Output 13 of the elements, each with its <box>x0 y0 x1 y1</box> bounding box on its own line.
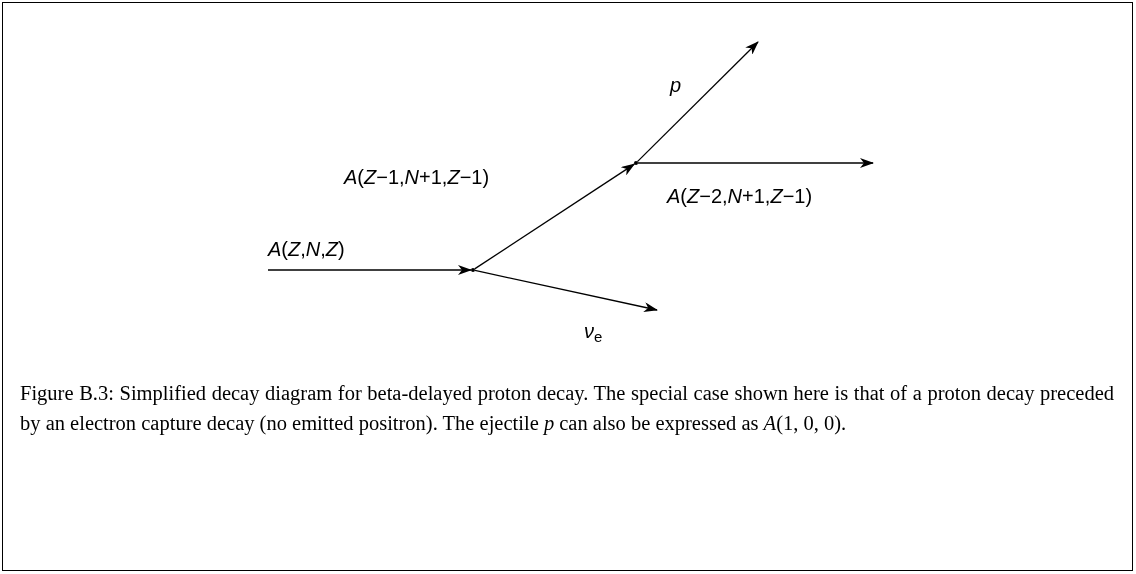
particle-label: A(Z−1,N+1,Z−1) <box>344 165 490 190</box>
particle-label: p <box>670 73 682 98</box>
arrow <box>637 158 874 168</box>
figure-caption: Figure B.3: Simplified decay diagram for beta-delayed proton decay. The special case shown here is that of a proton decay preceded by an electron capture decay (no emitted positron). The ejectile p can also be expressed as A(1, 0, 0). <box>20 381 1114 437</box>
particle-label: A(Z−2,N+1,Z−1) <box>667 184 813 209</box>
particle-label: ν$_{e}$ <box>584 319 603 344</box>
arrow <box>636 41 759 163</box>
arrow <box>267 265 472 275</box>
vertex-point <box>471 268 475 272</box>
particle-label: A(Z,N,Z) <box>268 237 345 262</box>
arrow <box>474 269 658 313</box>
arrow <box>474 163 636 270</box>
vertex-point <box>634 161 638 165</box>
